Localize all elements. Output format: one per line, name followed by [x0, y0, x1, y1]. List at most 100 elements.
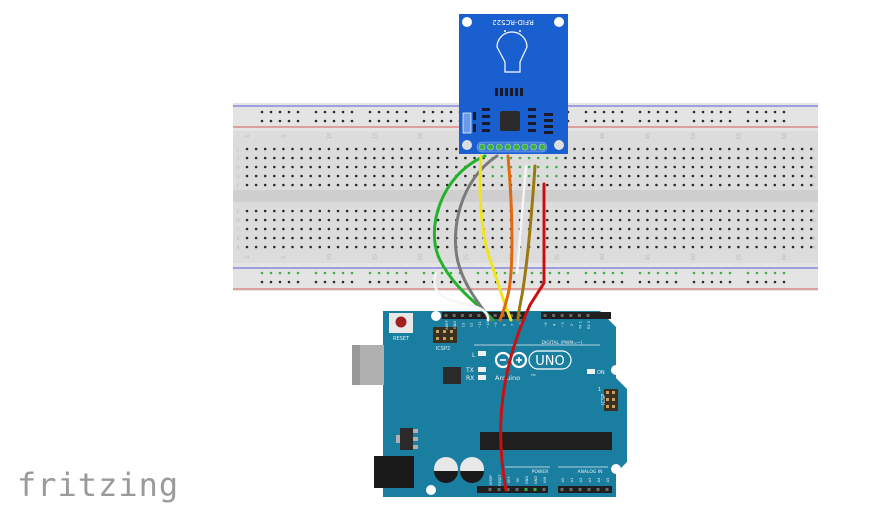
rail-hole[interactable] [719, 280, 723, 284]
breadboard-hole[interactable] [700, 183, 704, 187]
breadboard-hole[interactable] [345, 183, 349, 187]
breadboard-hole[interactable] [309, 156, 313, 160]
breadboard-hole[interactable] [282, 245, 285, 249]
rail-hole[interactable] [368, 119, 372, 123]
rail-hole[interactable] [656, 119, 660, 123]
breadboard-hole[interactable] [682, 147, 686, 151]
rail-hole[interactable] [395, 271, 399, 275]
breadboard-hole[interactable] [600, 165, 604, 169]
wire-gray[interactable] [454, 154, 499, 322]
breadboard-hole[interactable] [309, 227, 313, 231]
breadboard-hole[interactable] [782, 183, 786, 187]
breadboard-hole[interactable] [427, 156, 431, 160]
breadboard-hole[interactable] [445, 209, 449, 213]
breadboard-hole[interactable] [555, 174, 558, 178]
breadboard-hole[interactable] [673, 245, 676, 249]
breadboard-hole[interactable] [336, 245, 340, 249]
breadboard-hole[interactable] [755, 165, 758, 169]
breadboard-hole[interactable] [582, 209, 585, 213]
breadboard-hole[interactable] [282, 165, 285, 169]
breadboard-hole[interactable] [782, 174, 786, 178]
rail-hole[interactable] [638, 280, 642, 284]
digital-pin[interactable] [460, 314, 464, 317]
breadboard-hole[interactable] [728, 236, 731, 240]
breadboard-hole[interactable] [673, 183, 676, 187]
breadboard-hole[interactable] [309, 147, 313, 151]
breadboard-hole[interactable] [373, 236, 376, 240]
rail-hole[interactable] [665, 119, 669, 123]
breadboard-hole[interactable] [637, 165, 640, 169]
power-pin[interactable] [533, 488, 537, 491]
rail-hole[interactable] [773, 280, 777, 284]
breadboard-hole[interactable] [728, 227, 731, 231]
breadboard-hole[interactable] [709, 227, 713, 231]
breadboard-hole[interactable] [409, 174, 413, 178]
breadboard-hole[interactable] [536, 174, 540, 178]
rfid-pin[interactable] [504, 143, 512, 151]
rail-hole[interactable] [764, 119, 768, 123]
breadboard-hole[interactable] [618, 183, 622, 187]
breadboard-hole[interactable] [682, 183, 686, 187]
breadboard-hole[interactable] [464, 227, 467, 231]
breadboard-hole[interactable] [263, 147, 267, 151]
rfid-pin[interactable] [478, 143, 486, 151]
breadboard-hole[interactable] [664, 147, 667, 151]
breadboard-hole[interactable] [436, 156, 440, 160]
breadboard-hole[interactable] [491, 174, 495, 178]
breadboard-hole[interactable] [555, 209, 558, 213]
rail-hole[interactable] [512, 280, 516, 284]
breadboard-hole[interactable] [254, 174, 258, 178]
breadboard-hole[interactable] [600, 218, 604, 222]
digital-pin[interactable] [444, 314, 448, 317]
analog-pin[interactable] [605, 488, 609, 491]
breadboard-hole[interactable] [382, 227, 385, 231]
rail-hole[interactable] [350, 271, 354, 275]
rail-hole[interactable] [377, 271, 381, 275]
breadboard-hole[interactable] [564, 174, 567, 178]
breadboard-hole[interactable] [354, 183, 358, 187]
breadboard-hole[interactable] [709, 174, 713, 178]
breadboard-hole[interactable] [655, 156, 658, 160]
breadboard-hole[interactable] [318, 227, 322, 231]
breadboard-hole[interactable] [345, 165, 349, 169]
breadboard-hole[interactable] [436, 245, 440, 249]
breadboard-hole[interactable] [245, 218, 249, 222]
rail-hole[interactable] [710, 119, 714, 123]
breadboard-hole[interactable] [546, 209, 549, 213]
power-pin[interactable] [515, 488, 519, 491]
breadboard-hole[interactable] [327, 165, 331, 169]
breadboard-hole[interactable] [527, 174, 531, 178]
breadboard-hole[interactable] [382, 236, 385, 240]
breadboard-hole[interactable] [682, 165, 686, 169]
breadboard-hole[interactable] [637, 236, 640, 240]
breadboard-hole[interactable] [336, 165, 340, 169]
breadboard-hole[interactable] [755, 227, 758, 231]
breadboard-hole[interactable] [273, 236, 276, 240]
breadboard-hole[interactable] [473, 218, 476, 222]
breadboard-hole[interactable] [409, 218, 413, 222]
breadboard-hole[interactable] [273, 183, 276, 187]
rail-hole[interactable] [323, 110, 327, 114]
breadboard-hole[interactable] [709, 245, 713, 249]
breadboard-hole[interactable] [436, 183, 440, 187]
rail-hole[interactable] [260, 119, 264, 123]
rail-hole[interactable] [638, 110, 642, 114]
breadboard-hole[interactable] [518, 209, 522, 213]
breadboard-hole[interactable] [718, 236, 722, 240]
breadboard-hole[interactable] [646, 209, 649, 213]
rail-hole[interactable] [539, 271, 543, 275]
breadboard-hole[interactable] [682, 227, 686, 231]
breadboard-hole[interactable] [637, 245, 640, 249]
analog-pin[interactable] [587, 488, 591, 491]
breadboard-hole[interactable] [700, 147, 704, 151]
rail-hole[interactable] [764, 280, 768, 284]
breadboard-hole[interactable] [682, 245, 686, 249]
breadboard-hole[interactable] [364, 147, 367, 151]
rfid-pin[interactable] [513, 143, 520, 151]
breadboard-hole[interactable] [336, 183, 340, 187]
breadboard-hole[interactable] [536, 236, 540, 240]
breadboard-hole[interactable] [391, 209, 394, 213]
breadboard-hole[interactable] [764, 245, 767, 249]
breadboard-hole[interactable] [427, 165, 431, 169]
breadboard-hole[interactable] [409, 156, 413, 160]
